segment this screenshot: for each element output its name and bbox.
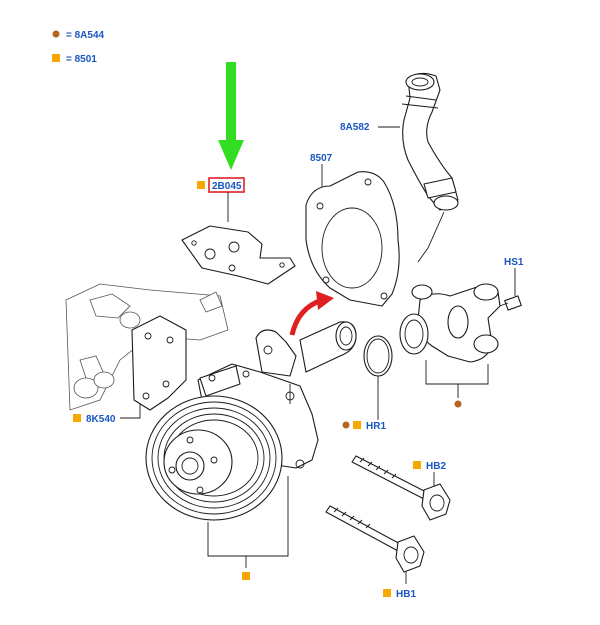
label-2b045: 2B045 xyxy=(212,181,242,192)
marker-square-2b045 xyxy=(197,181,205,189)
legend-circle-marker xyxy=(52,30,60,38)
engine-block-outline xyxy=(65,283,229,411)
legend-square-marker xyxy=(52,54,60,62)
label-8507: 8507 xyxy=(310,153,333,164)
red-curved-arrow xyxy=(289,291,334,336)
marker-square-hb1 xyxy=(383,589,391,597)
legend-item-8a544: = 8A544 xyxy=(66,30,105,41)
callout-8507: 8507 xyxy=(310,153,333,190)
callout-hb2: HB2 xyxy=(413,461,446,486)
label-hb1: HB1 xyxy=(396,589,416,600)
marker-circle-housing xyxy=(454,400,462,408)
label-hb2: HB2 xyxy=(426,461,446,472)
oring-hr1 xyxy=(363,335,393,377)
green-pointer-arrow xyxy=(218,62,244,170)
marker-square-8k540 xyxy=(73,414,81,422)
hose-8a582 xyxy=(401,72,459,263)
gasket-2b045 xyxy=(181,225,296,285)
label-hr1: HR1 xyxy=(366,421,386,432)
highlight-box-2b045 xyxy=(208,177,245,193)
marker-square-pulley xyxy=(242,572,250,580)
callout-hr1: HR1 xyxy=(342,376,386,432)
bracket-8k540 xyxy=(131,315,187,411)
legend-item-8501: = 8501 xyxy=(66,54,97,65)
legend: = 8A544 = 8501 xyxy=(52,30,105,65)
label-8k540: 8K540 xyxy=(86,414,116,425)
callout-hb1: HB1 xyxy=(383,572,416,600)
label-8a582: 8A582 xyxy=(340,122,370,133)
marker-circle-hr1 xyxy=(342,421,350,429)
callout-2b045: 2B045 xyxy=(197,177,245,222)
bolt-hb2 xyxy=(351,455,451,521)
water-pump-pulley xyxy=(145,395,289,580)
thermostat-housing xyxy=(399,283,501,408)
bolt-hb1 xyxy=(325,505,425,573)
marker-square-hb2 xyxy=(413,461,421,469)
callout-hs1: HS1 xyxy=(504,257,524,296)
callout-8a582: 8A582 xyxy=(340,122,400,133)
marker-square-hr1 xyxy=(353,421,361,429)
label-hs1: HS1 xyxy=(504,257,524,268)
gasket-8507 xyxy=(305,171,400,307)
